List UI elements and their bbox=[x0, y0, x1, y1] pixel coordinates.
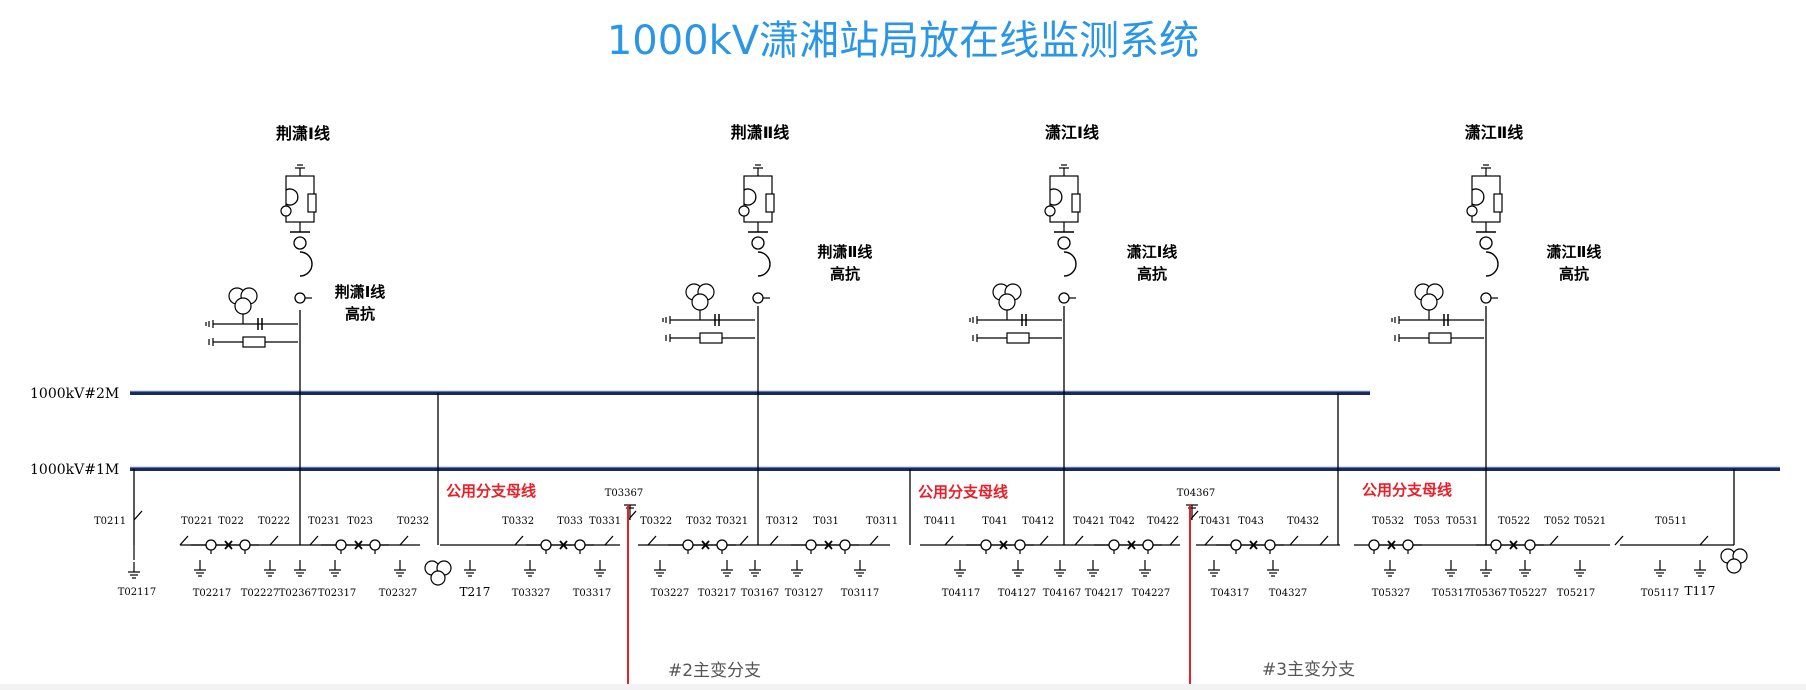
ground-label: T05227 bbox=[1509, 588, 1547, 599]
device-label: T0411 bbox=[924, 516, 956, 527]
reactor-label: 潇江Ⅰ线 bbox=[1127, 243, 1178, 261]
ground-label: T05217 bbox=[1557, 588, 1595, 599]
device-label: T03367 bbox=[605, 488, 643, 499]
device-label: T0311 bbox=[866, 516, 898, 527]
device-label: T0531 bbox=[1446, 516, 1478, 527]
ground-label: T04217 bbox=[1085, 588, 1123, 599]
device-label: T041 bbox=[982, 516, 1008, 527]
ground-label: T05317 bbox=[1432, 588, 1470, 599]
device-label: T0521 bbox=[1574, 516, 1606, 527]
ground-label: T217 bbox=[460, 585, 491, 599]
ground-label: T05367 bbox=[1469, 588, 1507, 599]
ground-label: T02317 bbox=[318, 588, 356, 599]
device-label: T031 bbox=[813, 516, 839, 527]
ground-label: T05117 bbox=[1641, 588, 1679, 599]
ground-label: T04167 bbox=[1043, 588, 1081, 599]
device-label: T0431 bbox=[1199, 516, 1231, 527]
ground-label: T03317 bbox=[573, 588, 611, 599]
ground-label: T02327 bbox=[379, 588, 417, 599]
device-label: T0322 bbox=[640, 516, 672, 527]
bus-label-1m: 1000kV#1M bbox=[30, 462, 119, 478]
device-label: T0321 bbox=[716, 516, 748, 527]
device-label: T032 bbox=[686, 516, 712, 527]
line-name: 荆潇Ⅱ线 bbox=[731, 123, 790, 142]
ground-label: T03327 bbox=[512, 588, 550, 599]
line-name: 潇江Ⅱ线 bbox=[1465, 123, 1524, 142]
device-label: T0232 bbox=[397, 516, 429, 527]
page-title: 1000kV潇湘站局放在线监测系统 bbox=[606, 18, 1200, 64]
ground-label: T117 bbox=[1685, 584, 1716, 598]
device-label: T033 bbox=[557, 516, 583, 527]
ground-label: T04127 bbox=[998, 588, 1036, 599]
device-label: T0511 bbox=[1655, 516, 1687, 527]
device-label: T0422 bbox=[1147, 516, 1179, 527]
ground-label: T05327 bbox=[1372, 588, 1410, 599]
bottom-strip bbox=[0, 684, 1806, 690]
device-label: T023 bbox=[347, 516, 373, 527]
ground-label: T04327 bbox=[1269, 588, 1307, 599]
device-label: T053 bbox=[1414, 516, 1440, 527]
device-label: T0412 bbox=[1022, 516, 1054, 527]
device-label: T0331 bbox=[589, 516, 621, 527]
device-label: T043 bbox=[1238, 516, 1264, 527]
ground-label: T04317 bbox=[1211, 588, 1249, 599]
reactor-label: 高抗 bbox=[1559, 265, 1589, 283]
ground-label: T02217 bbox=[193, 588, 231, 599]
ground-label: T02117 bbox=[118, 587, 156, 598]
branch-label: #3主变分支 bbox=[1262, 660, 1355, 680]
device-label: T0522 bbox=[1498, 516, 1530, 527]
ground-label: T04117 bbox=[942, 588, 980, 599]
ground-label: T03117 bbox=[841, 588, 879, 599]
device-label: T042 bbox=[1109, 516, 1135, 527]
reactor-label: 高抗 bbox=[345, 305, 375, 323]
reactor-label: 高抗 bbox=[1137, 265, 1167, 283]
device-label: T0211 bbox=[94, 516, 126, 527]
line-name: 潇江Ⅰ线 bbox=[1045, 123, 1099, 142]
ground-label: T02227 bbox=[241, 588, 279, 599]
reactor-label: 高抗 bbox=[830, 265, 860, 283]
ground-label: T02367 bbox=[279, 588, 317, 599]
branch-label: #2主变分支 bbox=[668, 661, 761, 681]
device-label: T0532 bbox=[1372, 516, 1404, 527]
ground-label: T03227 bbox=[651, 588, 689, 599]
ground-label: T03217 bbox=[698, 588, 736, 599]
reactor-label: 潇江Ⅱ线 bbox=[1547, 243, 1602, 261]
device-label: T0332 bbox=[502, 516, 534, 527]
bus-label-2m: 1000kV#2M bbox=[30, 386, 119, 402]
shared-bus-label: 公用分支母线 bbox=[1362, 481, 1452, 499]
device-label: T0221 bbox=[181, 516, 213, 527]
shared-bus-label: 公用分支母线 bbox=[918, 483, 1008, 501]
shared-bus-label: 公用分支母线 bbox=[446, 482, 536, 500]
ground-label: T03167 bbox=[741, 588, 779, 599]
device-label: T0222 bbox=[258, 516, 290, 527]
device-label: T052 bbox=[1544, 516, 1570, 527]
ground-label: T04227 bbox=[1132, 588, 1170, 599]
device-label: T0432 bbox=[1287, 516, 1319, 527]
device-label: T0312 bbox=[766, 516, 798, 527]
device-label: T04367 bbox=[1177, 488, 1215, 499]
device-label: T0231 bbox=[308, 516, 340, 527]
reactor-label: 荆潇Ⅰ线 bbox=[335, 283, 386, 301]
reactor-label: 荆潇Ⅱ线 bbox=[818, 243, 873, 261]
device-label: T0421 bbox=[1073, 516, 1105, 527]
ground-label: T03127 bbox=[785, 588, 823, 599]
line-name: 荆潇Ⅰ线 bbox=[276, 124, 330, 143]
device-label: T022 bbox=[218, 516, 244, 527]
